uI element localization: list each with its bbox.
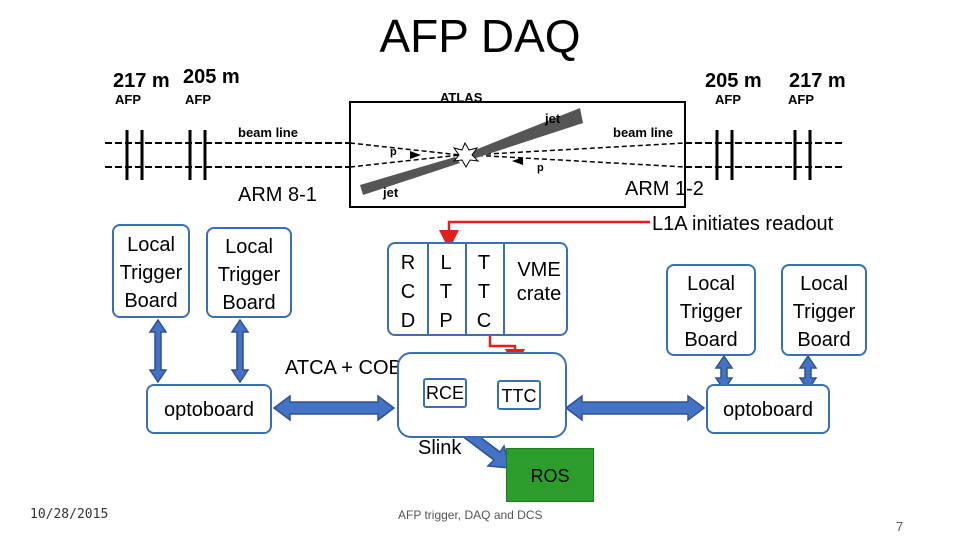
- l1a-signal-line: [439, 220, 650, 250]
- ros-label: ROS: [530, 466, 570, 486]
- local-trigger-board-label: Local Trigger Board: [217, 236, 281, 314]
- proton-label: p: [390, 146, 397, 158]
- ros-box: ROS: [506, 448, 594, 502]
- optoboard-cob-arrow-left: [272, 394, 396, 422]
- distance-right-far: 217 m: [789, 70, 846, 92]
- slink-ros-arrow: [460, 426, 512, 469]
- beam-line-label: beam line: [238, 125, 298, 140]
- optoboard-left: optoboard: [146, 384, 272, 434]
- arm-left-label: ARM 8-1: [238, 184, 317, 206]
- rcd-module: R C D: [400, 252, 416, 332]
- distance-right-near: 205 m: [705, 70, 762, 92]
- page-number: 7: [896, 519, 904, 534]
- slink-label: Slink: [418, 437, 462, 459]
- ltp-module: L T P: [439, 252, 453, 332]
- afp-label: AFP: [715, 92, 741, 107]
- afp-stations-right: [715, 130, 812, 180]
- footer-date: 10/28/2015: [30, 507, 109, 522]
- distance-left-far: 217 m: [113, 70, 170, 92]
- jet-label: jet: [382, 185, 399, 200]
- optoboard-label: optoboard: [163, 399, 255, 421]
- jet-label: jet: [544, 111, 561, 126]
- trigger-optoboard-arrow-1: [148, 318, 168, 384]
- local-trigger-board-label: Local Trigger Board: [792, 273, 856, 351]
- rce-label: RCE: [425, 383, 464, 403]
- atlas-label: ATLAS: [440, 90, 483, 105]
- jet-lower: [360, 157, 460, 195]
- ttc-receiver: TTC: [497, 380, 541, 410]
- l1a-note: L1A initiates readout: [652, 213, 834, 235]
- afp-label: AFP: [788, 92, 814, 107]
- page-title: AFP DAQ: [379, 10, 581, 62]
- distance-left-near: 205 m: [183, 66, 240, 88]
- atca-cob-board: RCE TTC: [397, 352, 567, 438]
- afp-stations-left: [125, 130, 207, 180]
- local-trigger-board-label: Local Trigger Board: [679, 273, 743, 351]
- optoboard-label: optoboard: [722, 399, 814, 421]
- local-trigger-board-label: Local Trigger Board: [119, 234, 183, 312]
- footer-title: AFP trigger, DAQ and DCS: [398, 508, 543, 522]
- jet-upper: [470, 108, 583, 159]
- detector-schematic: AFP AFP AFP AFP ATLAS beam line beam lin…: [105, 90, 845, 208]
- local-trigger-board-left-2: Local Trigger Board: [206, 227, 292, 318]
- beam-line-label: beam line: [613, 125, 673, 140]
- arm-right-label: ARM 1-2: [625, 178, 704, 200]
- vme-crate-label: VME crate: [516, 259, 562, 305]
- rce-module: RCE: [423, 378, 467, 408]
- proton-label: p: [537, 162, 544, 174]
- afp-label: AFP: [185, 92, 211, 107]
- local-trigger-board-right-2: Local Trigger Board: [781, 264, 867, 356]
- collision-point: [452, 141, 480, 169]
- optoboard-cob-arrow-right: [564, 394, 706, 422]
- atlas-detector-box: [349, 101, 686, 208]
- optoboard-right: optoboard: [706, 384, 830, 434]
- vme-crate: R C D L T P T T C VME crate: [387, 242, 568, 336]
- ttc-label: TTC: [501, 386, 537, 406]
- local-trigger-board-right-1: Local Trigger Board: [666, 264, 756, 356]
- local-trigger-board-left-1: Local Trigger Board: [112, 224, 190, 318]
- ttc-module: T T C: [476, 252, 492, 332]
- afp-label: AFP: [115, 92, 141, 107]
- atca-cob-label: ATCA + COB: [285, 357, 402, 379]
- trigger-optoboard-arrow-2: [230, 318, 250, 384]
